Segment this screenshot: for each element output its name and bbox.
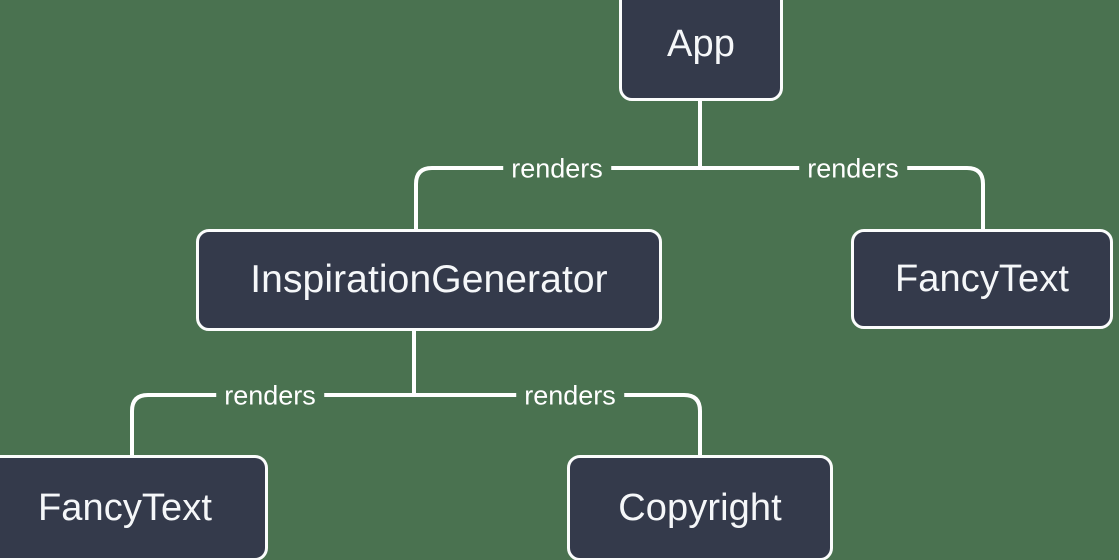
edge-label-inspirationgenerator-to-fancytext-bottom: renders bbox=[216, 380, 324, 412]
node-app-label: App bbox=[667, 22, 735, 65]
edge-label-app-to-inspirationgenerator: renders bbox=[503, 153, 611, 185]
node-fancytext-bottom-label: FancyText bbox=[37, 486, 213, 529]
node-inspirationgenerator[interactable]: InspirationGenerator bbox=[196, 229, 662, 331]
node-inspirationgenerator-label: InspirationGenerator bbox=[250, 258, 608, 301]
edge-inspirationgenerator-to-fancytext-bottom bbox=[130, 393, 416, 457]
edge-label-inspirationgenerator-to-copyright: renders bbox=[516, 380, 624, 412]
node-copyright[interactable]: Copyright bbox=[567, 455, 833, 560]
edge-inspirationgenerator-to-copyright bbox=[412, 393, 702, 457]
edge-app-to-inspirationgenerator bbox=[414, 166, 702, 231]
node-app[interactable]: App bbox=[619, 0, 783, 101]
edge-app-to-fancytext-right bbox=[698, 166, 985, 231]
edge-label-app-to-fancytext-right: renders bbox=[799, 153, 907, 185]
node-fancytext-bottom[interactable]: FancyText bbox=[0, 455, 268, 560]
node-fancytext-right-label: FancyText bbox=[894, 257, 1070, 300]
node-fancytext-right[interactable]: FancyText bbox=[851, 229, 1113, 329]
node-copyright-label: Copyright bbox=[618, 486, 782, 529]
